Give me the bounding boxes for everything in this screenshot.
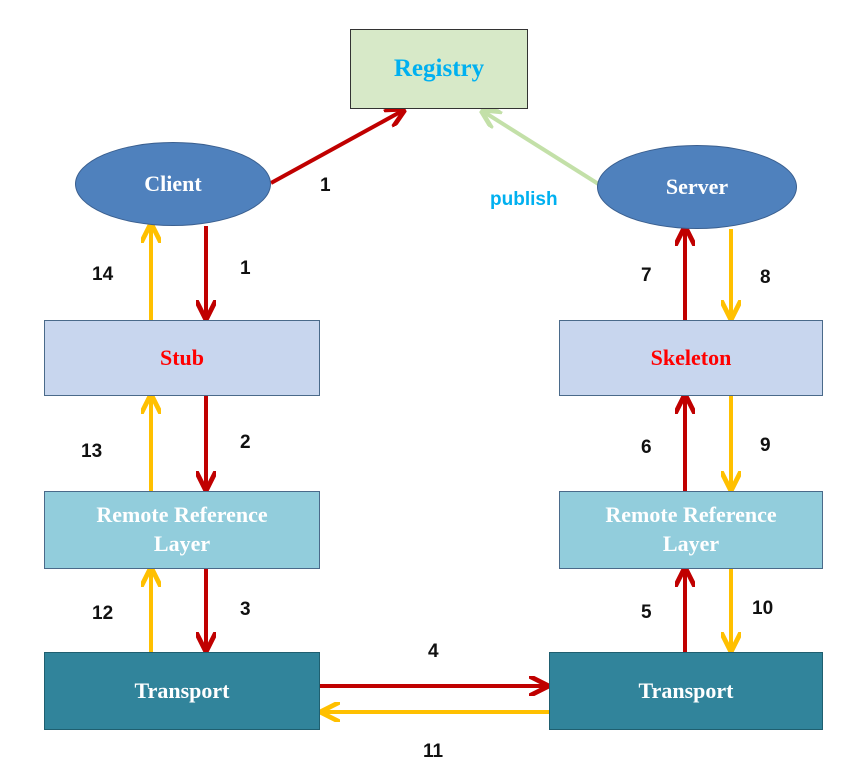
step-6-label: 6 — [641, 437, 652, 458]
publish-label: publish — [490, 189, 558, 210]
client-remote-reference-layer-box: Remote Reference Layer — [44, 491, 320, 569]
client-transport-label: Transport — [134, 678, 230, 703]
server-remote-reference-layer-box: Remote Reference Layer — [559, 491, 823, 569]
skeleton-box: Skeleton — [559, 320, 823, 396]
client-transport-box: Transport — [44, 652, 320, 730]
step-14-label: 14 — [92, 264, 114, 285]
step-9-label: 9 — [760, 435, 771, 456]
client-label: Client — [144, 171, 202, 196]
skeleton-label: Skeleton — [650, 345, 732, 370]
registry-box: Registry — [350, 29, 528, 109]
step-11-label: 11 — [423, 741, 444, 762]
step-13-label: 13 — [81, 441, 103, 462]
client-rrl-label-line1: Remote Reference — [96, 502, 268, 528]
server-rrl-label-line2: Layer — [662, 531, 720, 556]
step-1-registry-label: 1 — [320, 175, 331, 196]
step-7-label: 7 — [641, 265, 652, 286]
step-10-label: 10 — [752, 598, 774, 619]
step-8-label: 8 — [760, 267, 771, 288]
server-ellipse: Server — [597, 145, 797, 229]
step-3-label: 3 — [240, 599, 251, 620]
step-2-label: 2 — [240, 432, 251, 453]
step-4-label: 4 — [428, 641, 439, 662]
client-ellipse: Client — [75, 142, 271, 226]
registry-label: Registry — [393, 55, 485, 82]
server-transport-label: Transport — [638, 678, 734, 703]
step-12-label: 12 — [92, 603, 114, 624]
server-transport-box: Transport — [549, 652, 823, 730]
server-rrl-label-line1: Remote Reference — [605, 502, 777, 528]
stub-label: Stub — [159, 345, 205, 370]
stub-box: Stub — [44, 320, 320, 396]
step-5-label: 5 — [641, 602, 652, 623]
arrow-server-publish-to-registry — [484, 112, 602, 187]
server-label: Server — [665, 174, 729, 199]
arrow-client-to-registry — [270, 111, 402, 185]
client-rrl-label-line2: Layer — [153, 531, 211, 556]
step-1-stub-label: 1 — [240, 258, 251, 279]
